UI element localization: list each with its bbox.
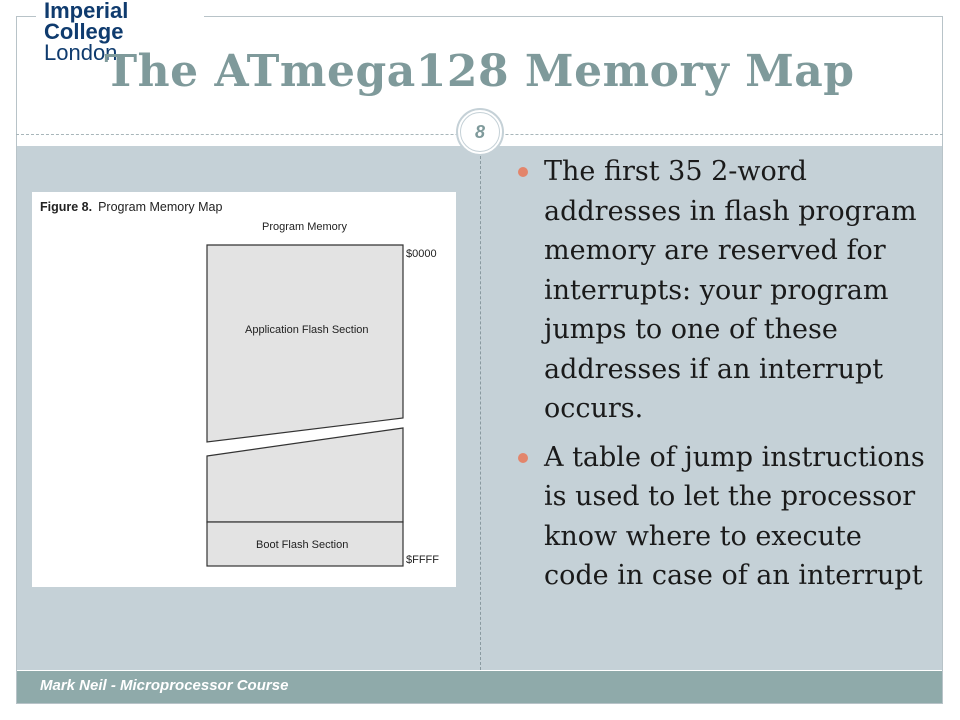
figure-caption: Figure 8. Program Memory Map (40, 200, 222, 214)
slide-number-badge: 8 (456, 108, 504, 156)
bullet-item: The first 35 2-word addresses in flash p… (510, 152, 930, 429)
program-memory-heading: Program Memory (262, 221, 347, 233)
bullet-text: A table of jump instructions is used to … (544, 441, 925, 592)
program-memory-figure: Figure 8. Program Memory Map Program Memo… (32, 192, 456, 587)
end-address-label: $FFFF (406, 554, 439, 566)
bullet-dot-icon (518, 167, 528, 177)
bullet-dot-icon (518, 452, 528, 463)
bullet-list: The first 35 2-word addresses in flash p… (510, 152, 930, 605)
bullet-item: A table of jump instructions is used to … (510, 438, 930, 596)
memory-map-diagram (206, 244, 404, 567)
logo-line-1: Imperial College (44, 0, 129, 44)
slide-title: The ATmega128 Memory Map (104, 46, 855, 97)
figure-caption-text: Program Memory Map (98, 200, 223, 214)
boot-flash-block (206, 521, 404, 567)
upper-flash-block (206, 427, 404, 523)
bullet-text: The first 35 2-word addresses in flash p… (544, 156, 917, 424)
start-address-label: $0000 (406, 248, 437, 260)
figure-caption-number: Figure 8. (40, 200, 93, 214)
footer-text: Mark Neil - Microprocessor Course (40, 677, 289, 694)
column-divider (480, 146, 481, 670)
logo-line-2: London (44, 40, 118, 65)
boot-flash-label: Boot Flash Section (256, 539, 349, 551)
application-flash-block (206, 244, 404, 443)
application-flash-label: Application Flash Section (245, 324, 369, 336)
slide-number: 8 (460, 112, 500, 152)
slide-frame (16, 16, 943, 704)
footer-bar (17, 671, 942, 703)
imperial-college-logo: Imperial College London (36, 0, 204, 64)
